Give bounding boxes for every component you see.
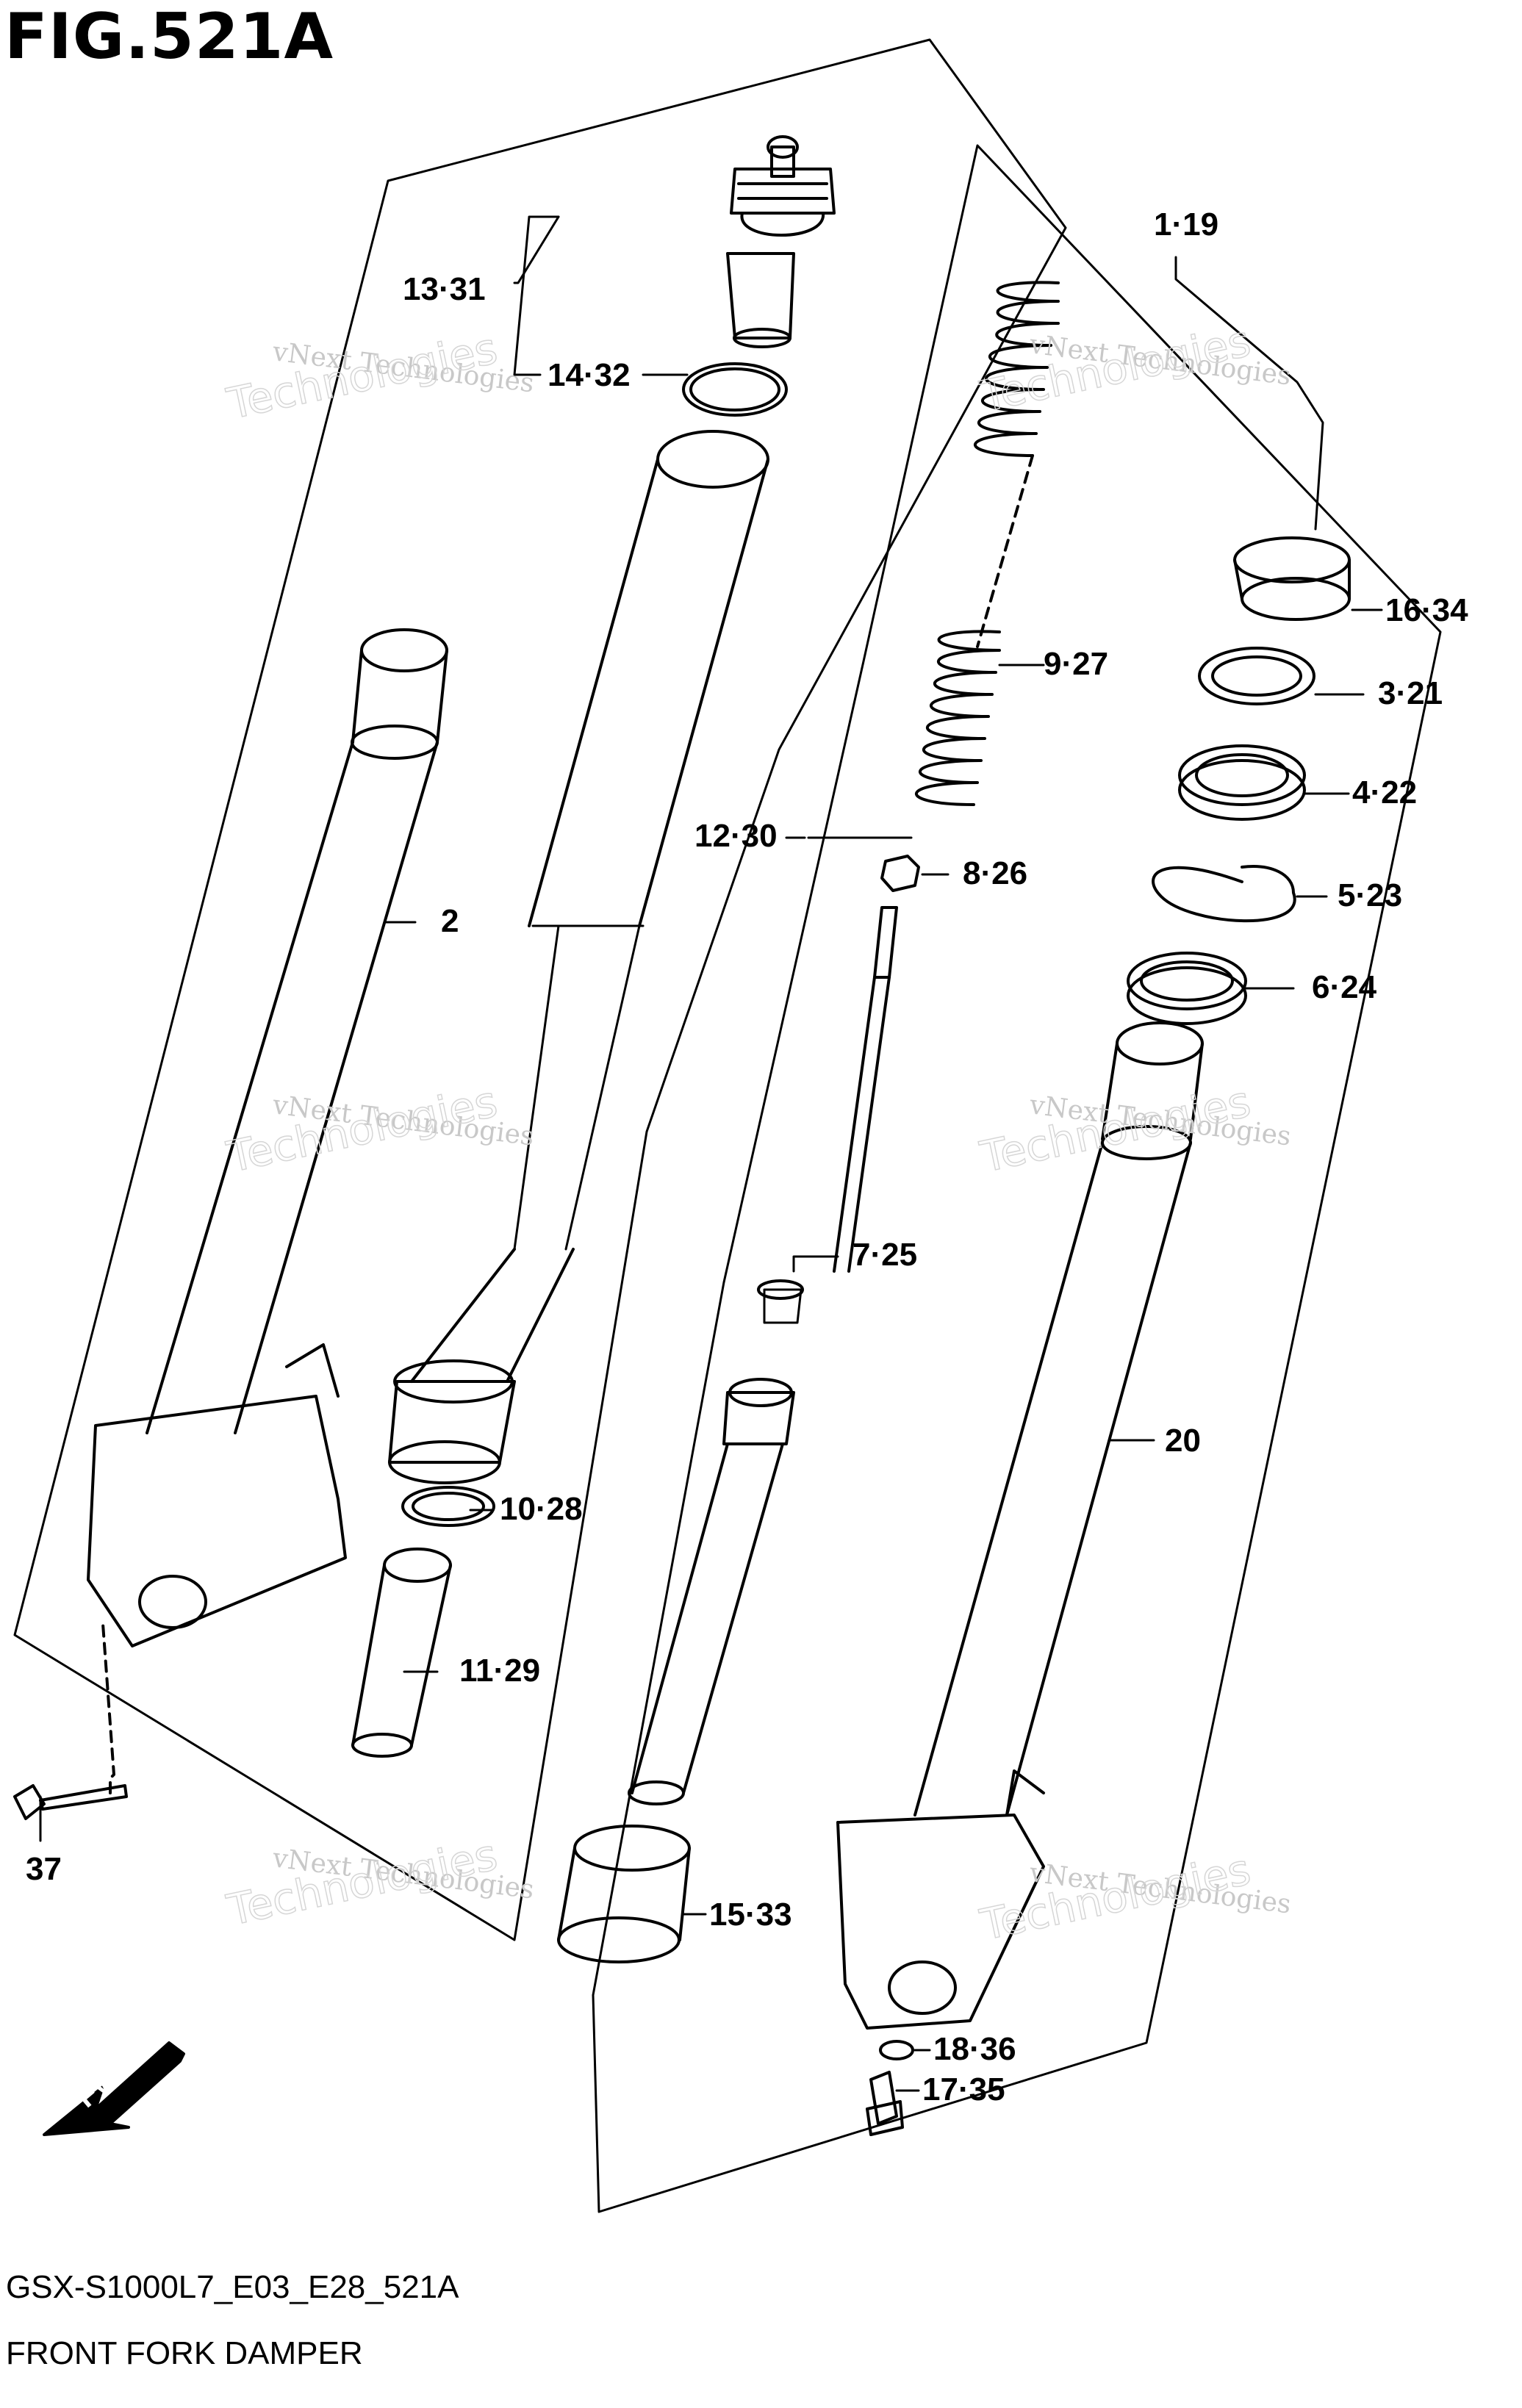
part-damper-rod — [628, 906, 898, 1805]
callout-11-29: 11·29 — [459, 1653, 540, 1689]
figure-name: FRONT FORK DAMPER — [6, 2335, 363, 2371]
part-retainer-clip — [1152, 865, 1296, 923]
callout-37: 37 — [26, 1851, 62, 1887]
part-dust-seal — [1233, 536, 1351, 621]
part-drain-bolt — [866, 2071, 904, 2136]
watermark-text: Technologies — [223, 1077, 502, 1182]
callout-9-27: 9·27 — [1044, 646, 1108, 682]
watermark-text: Technologies — [976, 1844, 1255, 1950]
part-stopper-ring — [1198, 647, 1315, 705]
part-inner-tube-right — [836, 1021, 1204, 2030]
callout-2: 2 — [441, 903, 459, 939]
callout-10-28: 10·28 — [500, 1491, 583, 1527]
callout-20: 20 — [1165, 1423, 1201, 1459]
watermark-text: Technologies — [976, 1077, 1255, 1182]
part-o-ring — [682, 362, 788, 417]
watermark-text: Technologies — [223, 1830, 502, 1936]
part-nut — [880, 855, 920, 892]
leader-lines — [39, 215, 1383, 2092]
assembly-outline-left — [13, 38, 1067, 1941]
watermark-text: Technologies — [976, 316, 1255, 422]
watermark-text: Technologies — [223, 323, 502, 429]
part-oil-seal — [1178, 744, 1306, 821]
callout-12-30: 12·30 — [694, 818, 778, 854]
part-washer — [879, 2040, 914, 2060]
callout-3-21: 3·21 — [1378, 675, 1443, 711]
part-inner-tube-left — [87, 628, 448, 1647]
callout-18-36: 18·36 — [933, 2031, 1016, 2067]
callout-4-22: 4·22 — [1352, 774, 1417, 811]
part-guide-bushing — [1127, 952, 1247, 1025]
figure-code: GSX-S1000L7_E03_E28_521A — [6, 2269, 459, 2305]
callout-labels: 13·31 14·32 1·19 16·34 9·27 3·21 4·22 12… — [26, 206, 1468, 2107]
figure-title: FIG.521A — [4, 0, 334, 73]
callout-1-19: 1·19 — [1154, 206, 1218, 242]
part-oil-lock-piece — [401, 1486, 495, 1527]
callout-15-33: 15·33 — [709, 1897, 792, 1933]
part-bushing — [557, 1825, 691, 1963]
callout-17-35: 17·35 — [922, 2071, 1005, 2107]
callout-14-32: 14·32 — [548, 357, 631, 393]
callout-16-34: 16·34 — [1385, 592, 1468, 628]
part-spacer-tube — [351, 1548, 452, 1758]
fwd-arrow — [43, 2041, 185, 2136]
part-adjuster-cap-bolt — [726, 135, 836, 348]
part-spring-upper — [914, 281, 1060, 806]
callout-7-25: 7·25 — [852, 1237, 917, 1273]
callout-6-24: 6·24 — [1312, 969, 1377, 1005]
callout-8-26: 8·26 — [963, 855, 1027, 891]
part-outer-tube — [388, 430, 769, 1484]
assembly-outline-right — [592, 144, 1442, 2213]
callout-5-23: 5·23 — [1338, 877, 1402, 913]
part-bolt — [13, 1622, 128, 1820]
callout-13-31: 13·31 — [403, 271, 486, 307]
